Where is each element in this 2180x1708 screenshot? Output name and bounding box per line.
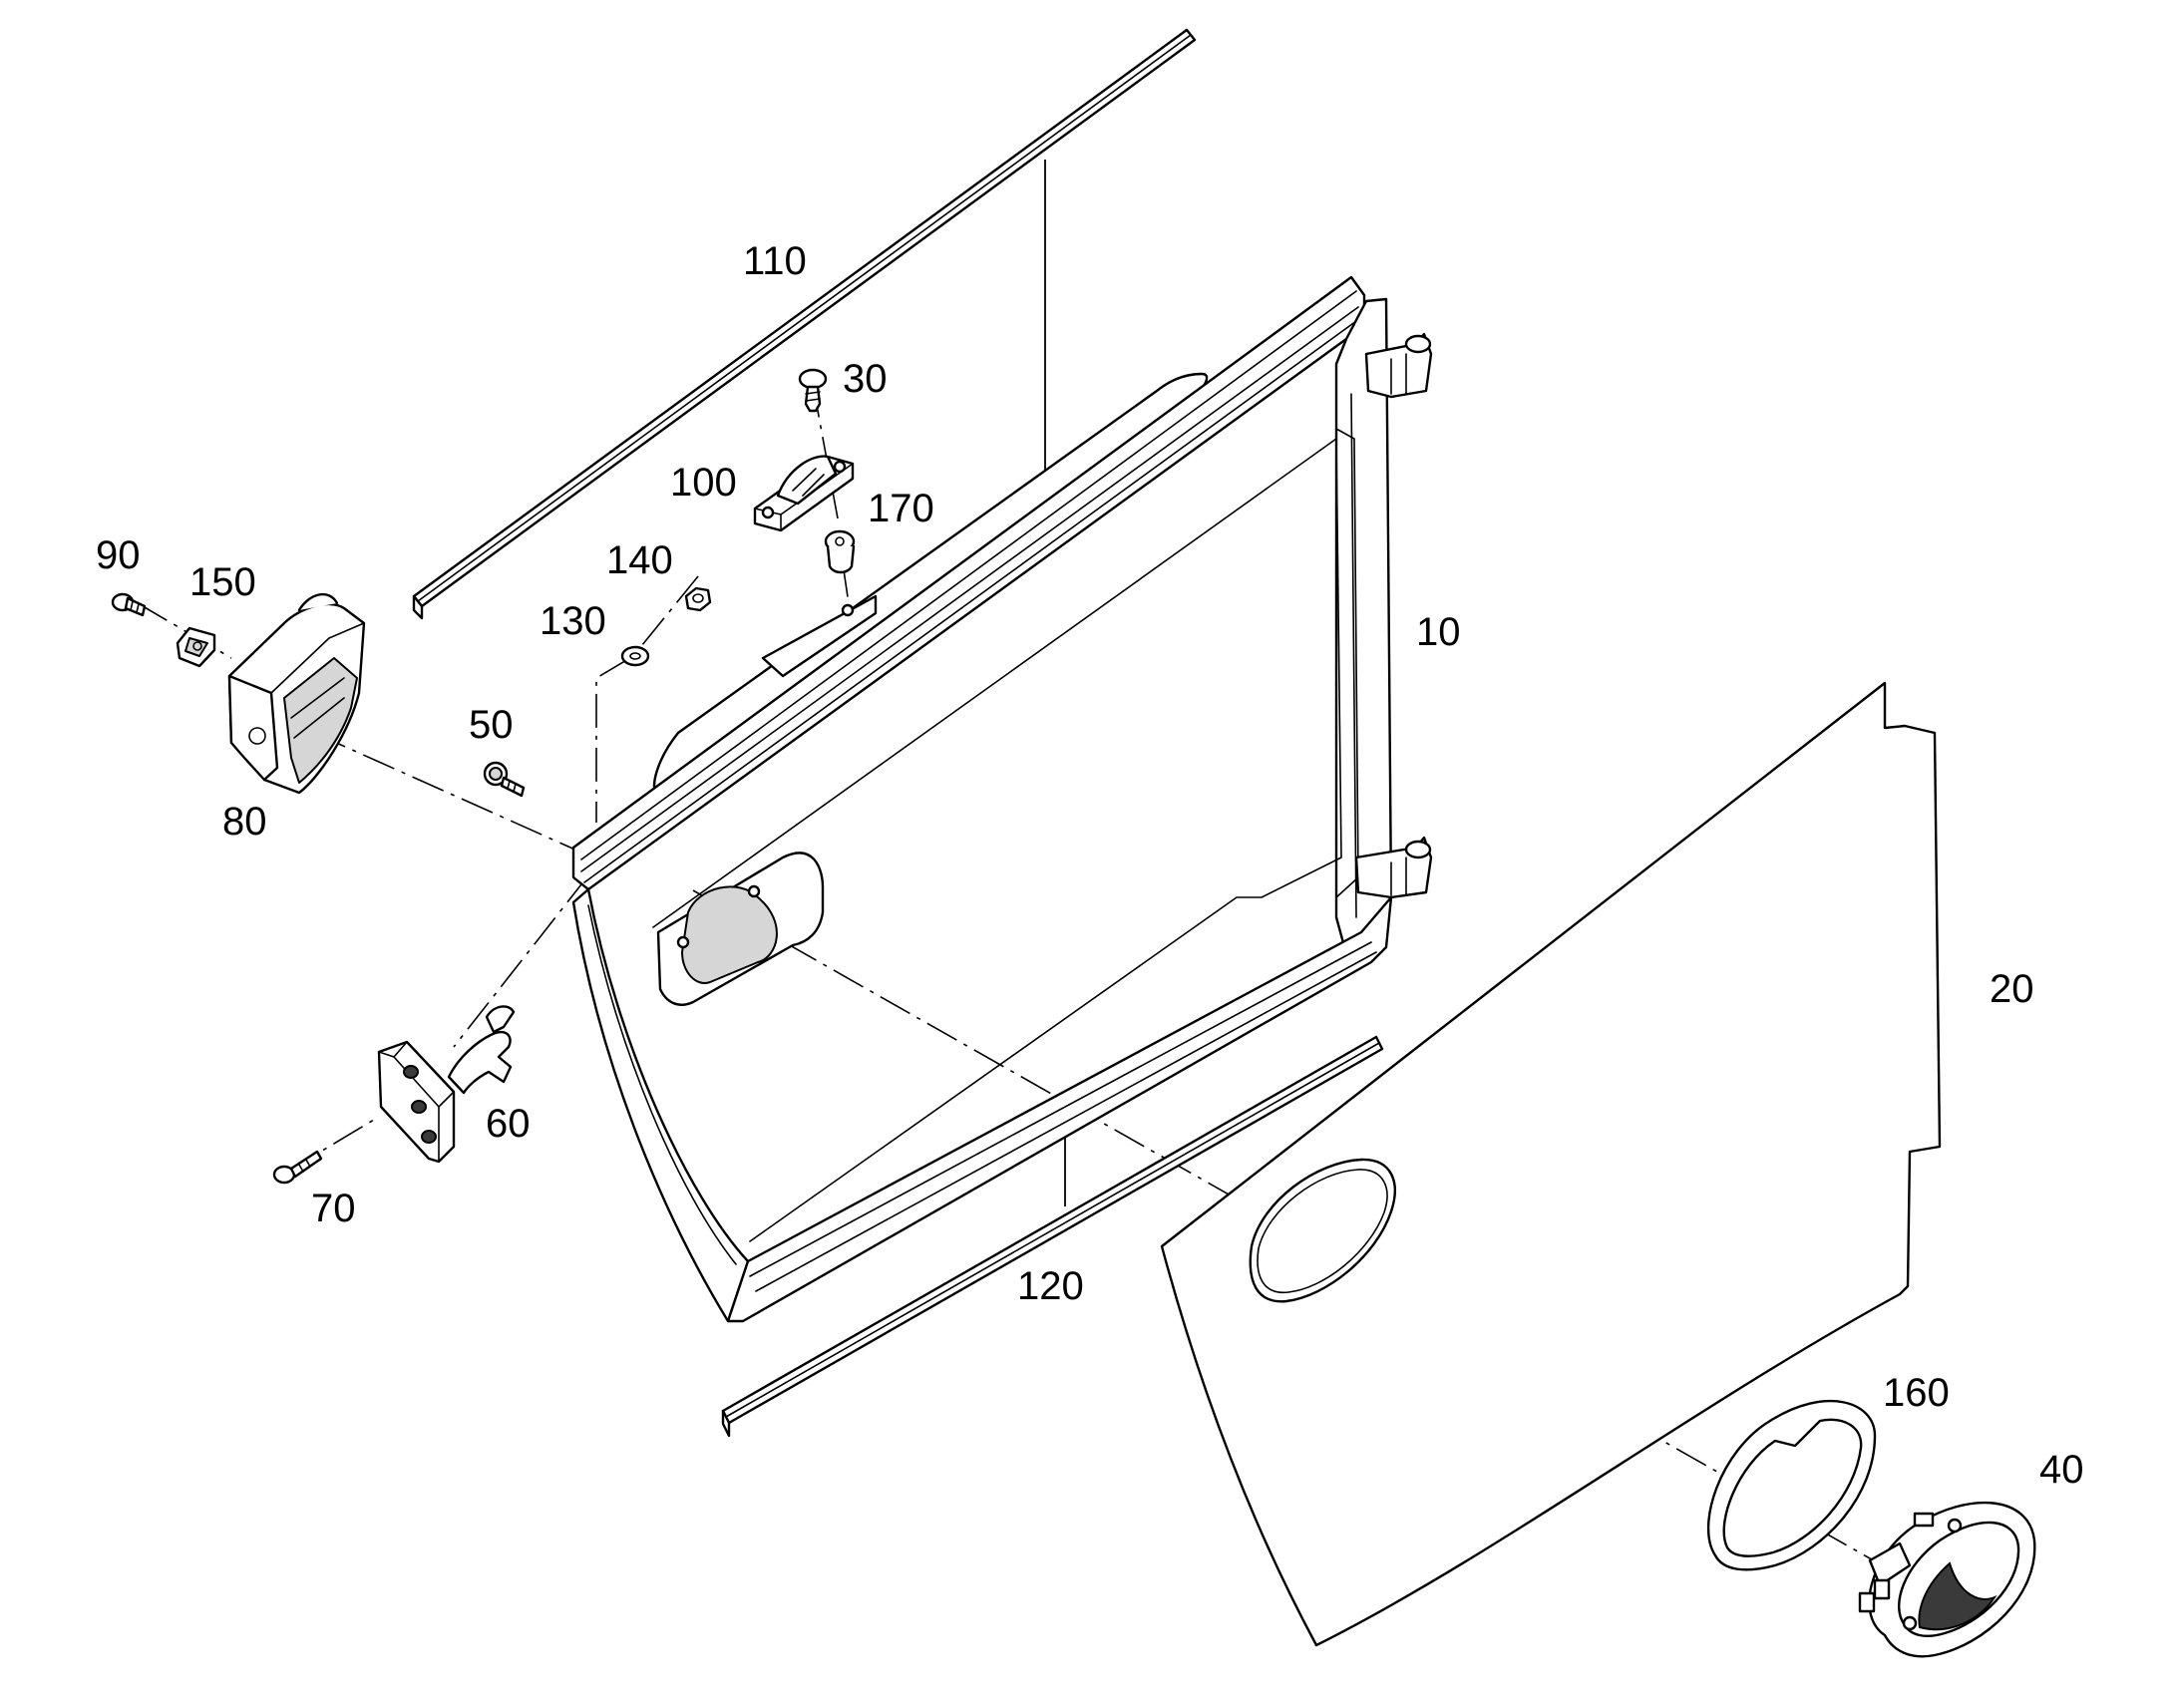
screw-70: [272, 1150, 323, 1185]
bracket-cover-80: [227, 592, 366, 795]
door-panel-20: [1160, 681, 1942, 1647]
callout-120: 120: [1017, 1264, 1084, 1308]
callout-150: 150: [189, 560, 256, 604]
seal-strip-120: [721, 1035, 1384, 1438]
latch-60: [377, 1005, 516, 1164]
callout-80: 80: [222, 800, 267, 844]
callout-100: 100: [670, 461, 737, 505]
callout-170: 170: [868, 487, 934, 530]
callout-140: 140: [606, 538, 673, 582]
screw-30: [798, 368, 828, 413]
washer-130: [620, 645, 650, 667]
callout-70: 70: [311, 1187, 356, 1230]
hinge-lower: [1354, 836, 1433, 899]
callout-labels: 110 30 100 170 140 130 10 90 150 50 80 2…: [96, 239, 2084, 1492]
callout-110: 110: [743, 239, 807, 283]
callout-10: 10: [1416, 610, 1461, 654]
callout-60: 60: [486, 1102, 531, 1146]
hinge-upper: [1364, 332, 1433, 399]
latch-axis-line: [453, 874, 589, 1048]
seal-strip-110: [412, 28, 1197, 620]
bracket-axis-line: [313, 732, 589, 856]
callout-160: 160: [1883, 1371, 1950, 1415]
callout-90: 90: [96, 533, 141, 577]
washer-axis-line: [595, 575, 699, 823]
callout-50: 50: [469, 703, 514, 747]
handle-axis-line: [692, 889, 1901, 1576]
callout-20: 20: [1990, 967, 2034, 1011]
striker-plate-100: [753, 455, 855, 532]
handle-escutcheon-40: [1858, 1501, 2036, 1658]
callout-40: 40: [2039, 1448, 2084, 1492]
bushing-170: [824, 529, 856, 574]
callout-30: 30: [843, 357, 888, 401]
gasket-160: [1706, 1399, 1877, 1571]
screw-50: [483, 761, 526, 798]
clip-nut-150: [176, 626, 216, 668]
screw-90: [111, 592, 147, 617]
clip-axis-line: [137, 602, 232, 659]
callout-130: 130: [540, 599, 606, 643]
nut-140: [684, 586, 712, 612]
door-frame-10: [571, 275, 1433, 1323]
